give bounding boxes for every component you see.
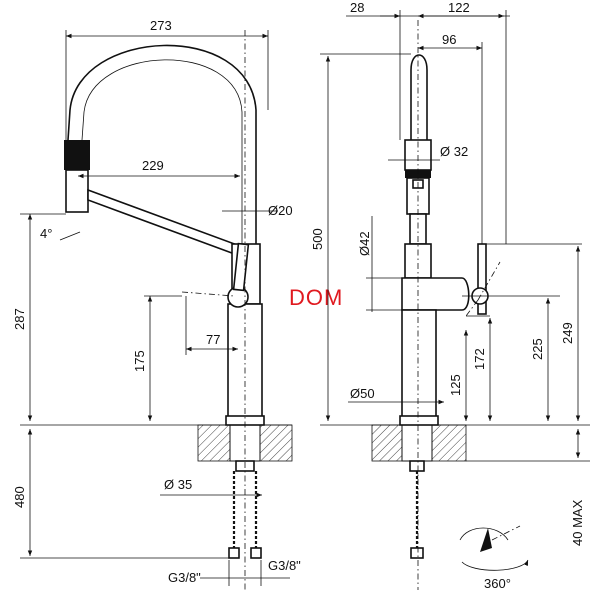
side-hose: [410, 54, 428, 140]
side-dim-225: 225: [530, 338, 545, 360]
front-dim-287: 287: [12, 308, 27, 330]
side-body-base: [399, 415, 439, 426]
front-shank-cutout: [229, 424, 261, 462]
front-dim-175: 175: [132, 350, 147, 372]
front-dim-20: Ø20: [268, 203, 293, 218]
side-dim-42: Ø42: [357, 231, 372, 256]
front-dim-35: Ø 35: [164, 477, 192, 492]
side-connector: [410, 547, 424, 559]
side-dim-172: 172: [472, 348, 487, 370]
front-dim-273: 273: [150, 18, 172, 33]
front-dim-480: 480: [12, 486, 27, 508]
side-dim-32: Ø 32: [440, 144, 468, 159]
front-dim-77: 77: [206, 332, 220, 347]
side-dim-249: 249: [560, 322, 575, 344]
side-dim-40max: 40 MAX: [570, 499, 585, 546]
side-lever-alt-position: [465, 261, 501, 317]
side-dim-28: 28: [350, 0, 364, 15]
side-shank: [409, 460, 425, 472]
side-dim-122: 122: [448, 0, 470, 15]
side-body-junction: [401, 277, 470, 311]
side-dim-50: Ø50: [350, 386, 375, 401]
rotation-360-icon: [459, 525, 529, 571]
brand-logo: DOM: [289, 285, 343, 310]
front-arch-hose-outer: [67, 44, 257, 244]
front-dim-g38-right: G3/8": [268, 558, 301, 573]
front-lever-alt-position: [181, 291, 235, 297]
side-body-lower: [401, 309, 437, 421]
front-dim-4-line: [59, 231, 81, 241]
front-view: 273 229 Ø20 4° 287 175 77 480 Ø 35 G3/8"…: [12, 18, 301, 590]
side-dim-360: 360°: [484, 576, 511, 591]
side-dim-96: 96: [442, 32, 456, 47]
front-body-lower: [227, 303, 263, 421]
front-dim-g38-left: G3/8": [168, 570, 201, 585]
front-connector-left: [228, 547, 240, 559]
front-dim-229: 229: [142, 158, 164, 173]
front-connector-right: [250, 547, 262, 559]
side-view: 28 122 96 Ø 32 Ø42 500 Ø50 125 172 225 2…: [310, 0, 590, 591]
side-dim-500: 500: [310, 228, 325, 250]
front-dim-4: 4°: [40, 226, 52, 241]
side-dim-125: 125: [448, 374, 463, 396]
front-spray-head: [64, 140, 90, 170]
side-shank-cutout: [401, 424, 433, 462]
